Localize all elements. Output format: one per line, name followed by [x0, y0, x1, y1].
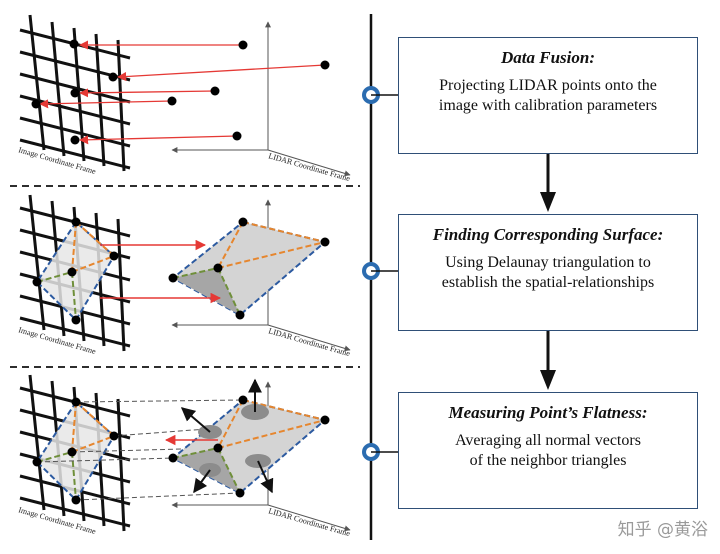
lidar-triangles-3 — [171, 398, 328, 495]
step-line: Projecting LIDAR points onto the — [439, 77, 657, 94]
step-line: Using Delaunay triangulation to — [445, 254, 651, 271]
lidar-axes-1 — [171, 21, 351, 177]
panel-3-illustration: Image Coordinate Frame LIDAR Coordinate … — [17, 374, 352, 538]
step-line: Averaging all normal vectors — [455, 432, 641, 449]
lidar-points-2 — [168, 217, 330, 320]
step-box-data-fusion: Data Fusion: Projecting LIDAR points ont… — [398, 37, 698, 154]
points-1 — [31, 39, 330, 145]
step-box-point-flatness: Measuring Point’s Flatness: Averaging al… — [398, 392, 698, 509]
lidar-frame-label: LIDAR Coordinate Frame — [267, 506, 351, 538]
step-title: Finding Corresponding Surface: — [432, 225, 664, 244]
step-title: Data Fusion: — [501, 48, 595, 67]
step-line: of the neighbor triangles — [469, 452, 627, 469]
normal-vectors-3 — [180, 378, 274, 494]
step-line: establish the spatial-relationships — [441, 274, 655, 291]
flow-arrows — [540, 154, 556, 390]
step-box-corresponding-surface: Finding Corresponding Surface: Using Del… — [398, 214, 698, 331]
step-line: image with calibration parameters — [438, 97, 658, 114]
lidar-frame-label: LIDAR Coordinate Frame — [267, 326, 351, 358]
panel-1-illustration: Image Coordinate Frame LIDAR Coordinate … — [17, 14, 352, 183]
watermark: 知乎 @黄浴 — [617, 520, 708, 540]
projection-arrows-1 — [39, 40, 326, 145]
panel-2-illustration: Image Coordinate Frame LIDAR Coordinate … — [17, 194, 352, 358]
image-points-2 — [32, 217, 119, 325]
step-title: Measuring Point’s Flatness: — [448, 403, 648, 422]
image-points-3 — [32, 397, 119, 505]
lidar-points-3 — [168, 395, 330, 498]
lidar-frame-label: LIDAR Coordinate Frame — [267, 151, 351, 183]
projection-arrows-2 — [100, 239, 222, 304]
lidar-triangles-2 — [171, 220, 328, 317]
